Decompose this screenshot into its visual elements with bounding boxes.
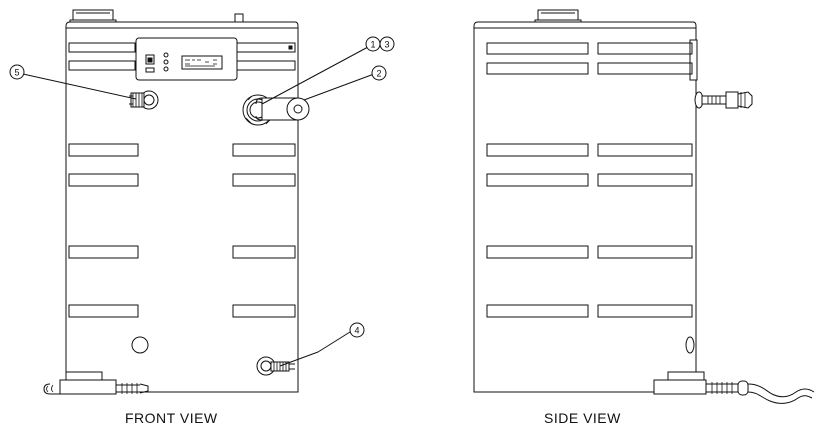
front-base-hose — [43, 371, 149, 395]
callout-4-label: 4 — [354, 326, 359, 336]
callout-1-label: 1 — [370, 40, 375, 50]
outlet-elbow — [242, 94, 310, 126]
side-base-hose — [653, 371, 815, 404]
front-view-caption: FRONT VIEW — [125, 410, 218, 426]
side-port-fitting — [694, 91, 753, 109]
callout-labels: 5 1 3 2 4 — [14, 40, 389, 336]
side-view — [473, 9, 815, 404]
callout-5-label: 5 — [14, 68, 19, 78]
callout-3-label: 3 — [384, 40, 389, 50]
control-panel — [135, 37, 238, 81]
callouts — [9, 36, 395, 367]
left-port-fitting — [129, 90, 159, 110]
side-view-caption: SIDE VIEW — [544, 410, 621, 426]
callout-2-label: 2 — [376, 69, 381, 79]
front-view — [43, 9, 310, 395]
lower-port-fitting — [256, 356, 295, 376]
